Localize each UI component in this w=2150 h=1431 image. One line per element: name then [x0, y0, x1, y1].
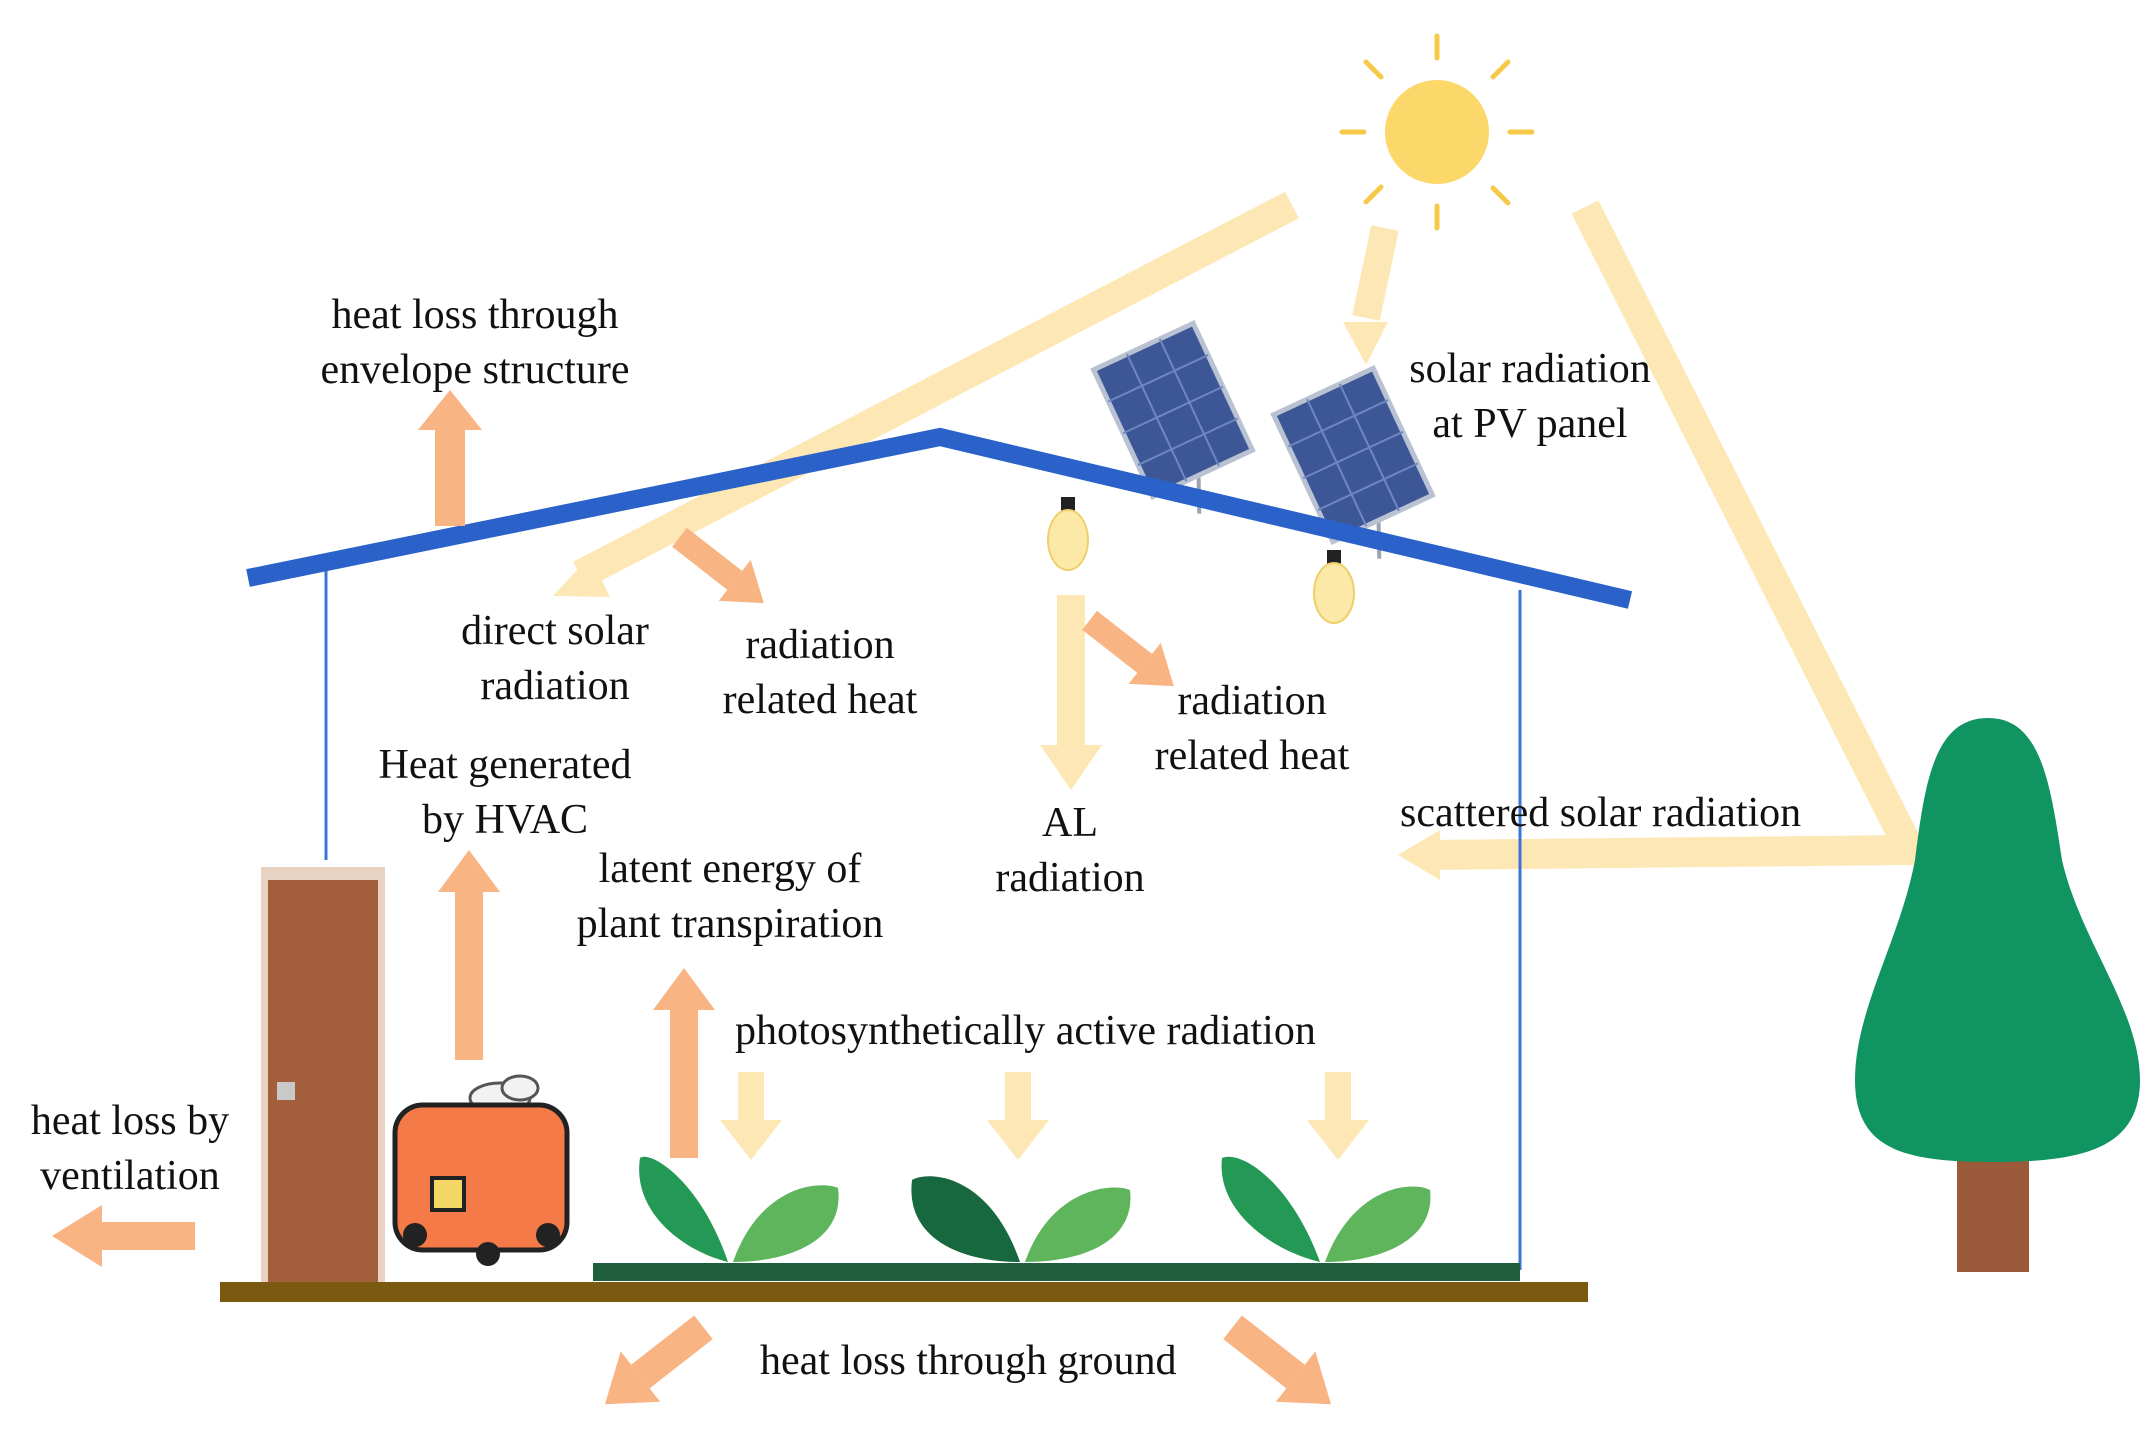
- label-direct-solar-radiation: direct solar radiation: [461, 608, 649, 709]
- par-arrows: [720, 1072, 1369, 1160]
- label-al-radiation: AL radiation: [995, 800, 1145, 901]
- radiation-heat-arrow-right: [1082, 610, 1174, 687]
- latent-heat-arrowhead: [653, 968, 715, 1010]
- heat-arrows: [52, 390, 1332, 1405]
- label-radiation-related-heat-right: radiation related heat: [1154, 678, 1350, 779]
- pv-solar-beam: [1352, 225, 1399, 321]
- label-heat-loss-envelope: heat loss through envelope structure: [320, 292, 630, 393]
- ground-heat-arrow-right: [1223, 1315, 1332, 1405]
- al-radiation-arrow-shaft: [1057, 595, 1085, 745]
- hvac-unit-icon: [392, 1074, 570, 1266]
- ground-heat-arrow-left: [604, 1315, 713, 1405]
- ground: [220, 1282, 1588, 1302]
- label-solar-radiation-pv: solar radiation at PV panel: [1409, 346, 1651, 447]
- scattered-solar-beam: [1424, 200, 1935, 870]
- ventilation-heat-arrow-shaft: [100, 1222, 195, 1250]
- hvac-heat-arrow-shaft: [455, 890, 483, 1060]
- roof: [246, 427, 1633, 609]
- label-radiation-related-heat-left: radiation related heat: [722, 622, 918, 723]
- envelope-heat-arrow-shaft: [435, 428, 465, 526]
- scattered-solar-arrowhead: [1398, 830, 1440, 880]
- ventilation-heat-arrowhead: [52, 1205, 102, 1267]
- direct-solar-beam: [573, 191, 1299, 589]
- radiation-heat-arrow-left: [672, 527, 764, 604]
- light-bulb-icon: [1313, 550, 1355, 624]
- solar-panel-icon: [1270, 364, 1436, 559]
- plant-icon: [639, 1156, 839, 1262]
- label-heat-loss-ventilation: heat loss by ventilation: [30, 1098, 230, 1199]
- latent-heat-arrow-shaft: [670, 1008, 698, 1158]
- direct-solar-arrowhead: [553, 556, 610, 597]
- envelope-heat-arrowhead: [418, 390, 482, 430]
- label-heat-loss-ground: heat loss through ground: [760, 1338, 1177, 1384]
- plant-bed: [593, 1263, 1520, 1281]
- door-icon: [261, 867, 385, 1282]
- label-heat-generated-hvac: Heat generated by HVAC: [378, 742, 632, 843]
- tree-icon: [1855, 718, 2140, 1272]
- al-radiation-arrowhead: [1040, 745, 1102, 790]
- sun-icon: [1339, 33, 1535, 231]
- plant-icon: [1221, 1156, 1431, 1262]
- label-par: photosynthetically active radiation: [735, 1008, 1316, 1054]
- label-latent-energy: latent energy of plant transpiration: [576, 846, 884, 947]
- light-bulb-icon: [1047, 497, 1089, 571]
- solar-beams: [553, 191, 1935, 880]
- pv-solar-arrowhead: [1343, 322, 1388, 365]
- hvac-heat-arrowhead: [438, 850, 500, 892]
- plant-icon: [911, 1176, 1131, 1262]
- label-scattered-solar-radiation: scattered solar radiation: [1400, 790, 1802, 836]
